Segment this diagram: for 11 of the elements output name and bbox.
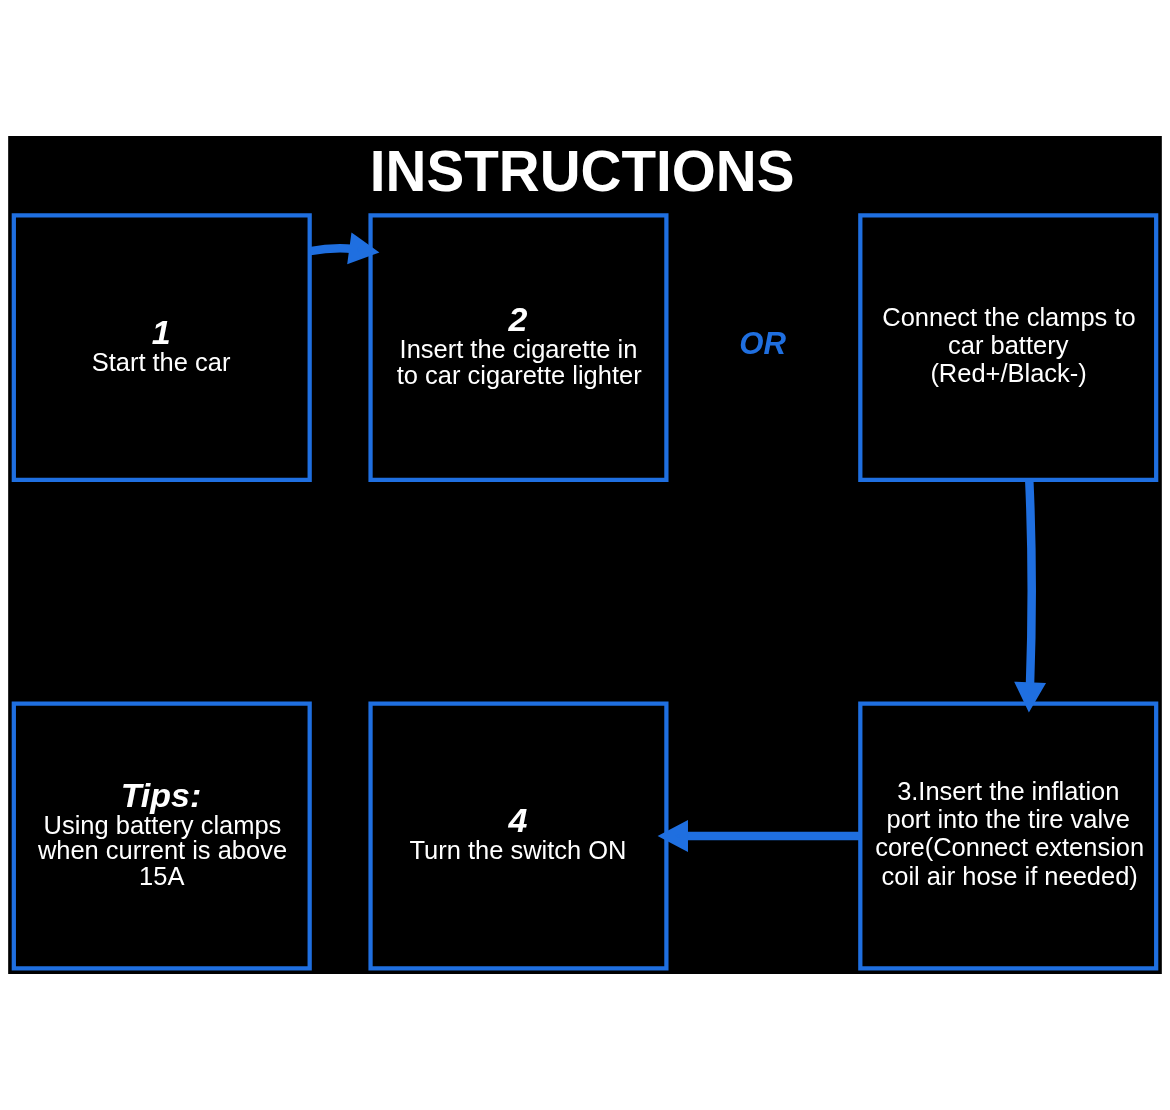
node-box: 4 Turn the switch ON [368,701,669,971]
node-box: 1 Start the car [11,213,312,483]
arrow [309,232,380,265]
label: OR [739,326,786,362]
node-box: Connect the clamps to car battery (Red+/Black-) [858,213,1159,483]
arrow [1014,480,1047,713]
node-box: Tips: Using battery clamps when current is above 15A [11,701,312,971]
node-box: 3.Insert the inflation port into the tire valve core(Connect extension coil air hose if needed) [858,701,1159,971]
arrow [657,820,861,852]
diagram-title: INSTRUCTIONS [369,140,795,204]
node-box: 2 Insert the cigarette in to car cigarette lighter [368,213,669,483]
